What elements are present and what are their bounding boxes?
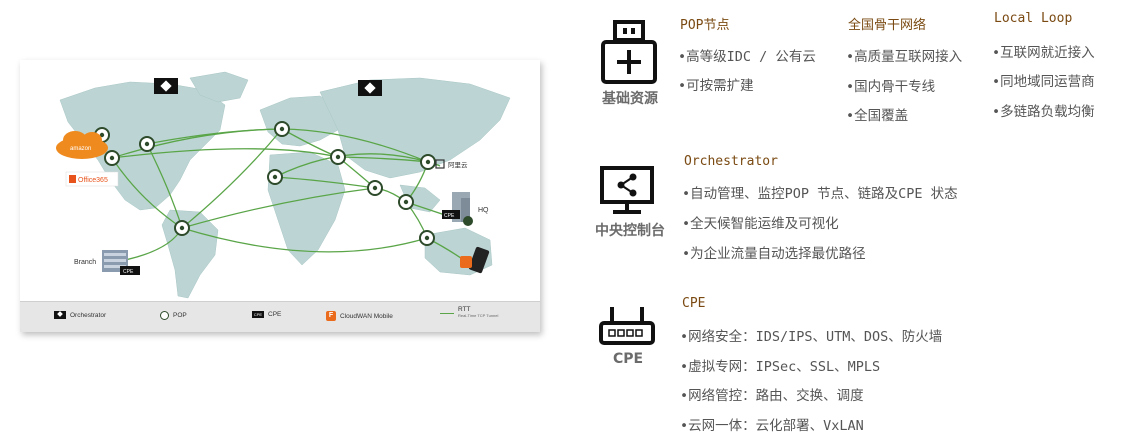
asia-landmass [319,77,511,179]
rtt-link [111,157,183,229]
rtt-line-icon [440,312,454,314]
cpe-caption: CPE [612,351,644,367]
branch-label: Branch [74,259,96,266]
hq-cpe-label: CPE [444,213,455,219]
hq-label: HQ [478,207,489,214]
cloudwan-mobile-icon [460,246,490,274]
rtt-link [146,128,283,145]
south-america-landmass [161,209,219,299]
pop-cloud-glyphs [99,126,431,241]
rtt-link [111,148,339,159]
backbone-bullet-3: •全国覆盖 [846,108,909,124]
backbone-bullet-2: •国内骨干专线 [846,79,936,95]
rtt-link [181,227,428,253]
rtt-link [181,128,283,229]
branch-cpe-label: CPE [123,269,134,275]
cpe-icon: CPE [252,311,264,318]
legend-cpe: CPE CPE [252,311,281,318]
router-icon [598,305,656,351]
aliyun-label: 阿里云 [448,160,468,169]
orchestrator-bullet-1: •自动管理、监控POP 节点、链路及CPE 状态 [682,186,958,202]
rtt-link [146,143,183,229]
aws-label: amazon [70,146,91,152]
cpe-title: CPE [682,296,706,311]
mobile-icon: F [326,311,336,321]
orchestrator-node[interactable] [154,78,178,94]
world-map: amazon Office365 阿里云 CPE HQ CPE [56,71,511,299]
orchestrator-title: Orchestrator [684,154,778,169]
africa-landmass [267,151,346,266]
orchestrator-node[interactable] [358,80,382,96]
orchestrator-icon [54,311,66,319]
legend-rtt-text: RTT Real-Time TCP Tunnel [458,306,499,319]
map-legend: Orchestrator POP CPE CPE F CloudWAN Mobi… [20,301,540,332]
backbone-bullet-1: •高质量互联网接入 [846,49,963,65]
legend-mobile-label: CloudWAN Mobile [340,312,393,320]
pop-node-title: POP节点 [680,18,730,33]
office365-badge [65,171,119,187]
cpe-bullet-4: •云网一体：云化部署、VxLAN [680,418,864,434]
local-loop-title: Local Loop [994,11,1073,26]
legend-pop: POP [160,311,187,320]
legend-rtt: RTT Real-Time TCP Tunnel [440,306,499,319]
monitor-share-icon [599,165,655,221]
hq-building-icon [442,192,473,226]
orchestrator-bullet-3: •为企业流量自动选择最优路径 [682,246,866,262]
orchestrator-bullet-2: •全天候智能运维及可视化 [682,216,839,232]
cpe-bullet-2: •虚拟专网：IPSec、SSL、MPLS [680,359,881,375]
cpe-bullet-3: •网络管控：路由、交换、调度 [680,388,864,404]
pop-bullet-1: •高等级IDC / 公有云 [678,49,816,65]
legend-cpe-label: CPE [268,311,282,318]
greenland-landmass [189,71,249,103]
branch-building-icon [102,250,140,275]
rtt-link [274,176,376,189]
cpe-bullet-1: •网络安全：IDS/IPS、UTM、DOS、防火墙 [680,329,943,345]
legend-rtt-label: RTT [458,306,471,313]
pop-bullet-2: •可按需扩建 [678,78,754,94]
rtt-links [111,128,469,264]
legend-rtt-sublabel: Real-Time TCP Tunnel [458,313,499,318]
legend-orchestrator-label: Orchestrator [70,311,107,319]
office365-label: Office365 [78,177,108,184]
infra-caption: 基础资源 [602,91,658,107]
rtt-link [274,153,429,178]
local-loop-bullet-3: •多链路负载均衡 [992,104,1095,120]
legend-mobile: F CloudWAN Mobile [326,311,393,321]
local-loop-bullet-1: •互联网就近接入 [992,45,1095,61]
local-loop-bullet-2: •同地域同运营商 [992,74,1095,90]
rtt-link [181,187,376,229]
legend-pop-label: POP [173,312,187,319]
usb-plug-icon [598,20,660,88]
aws-cloud-icon [56,131,108,159]
rtt-link [281,128,429,163]
legend-orchestrator: Orchestrator [54,311,106,319]
network-map-panel: amazon Office365 阿里云 CPE HQ CPE [20,60,540,332]
console-caption: 中央控制台 [595,223,665,239]
backbone-title: 全国骨干网络 [848,18,927,33]
aliyun-badge [435,159,445,169]
pop-icon [160,311,169,320]
